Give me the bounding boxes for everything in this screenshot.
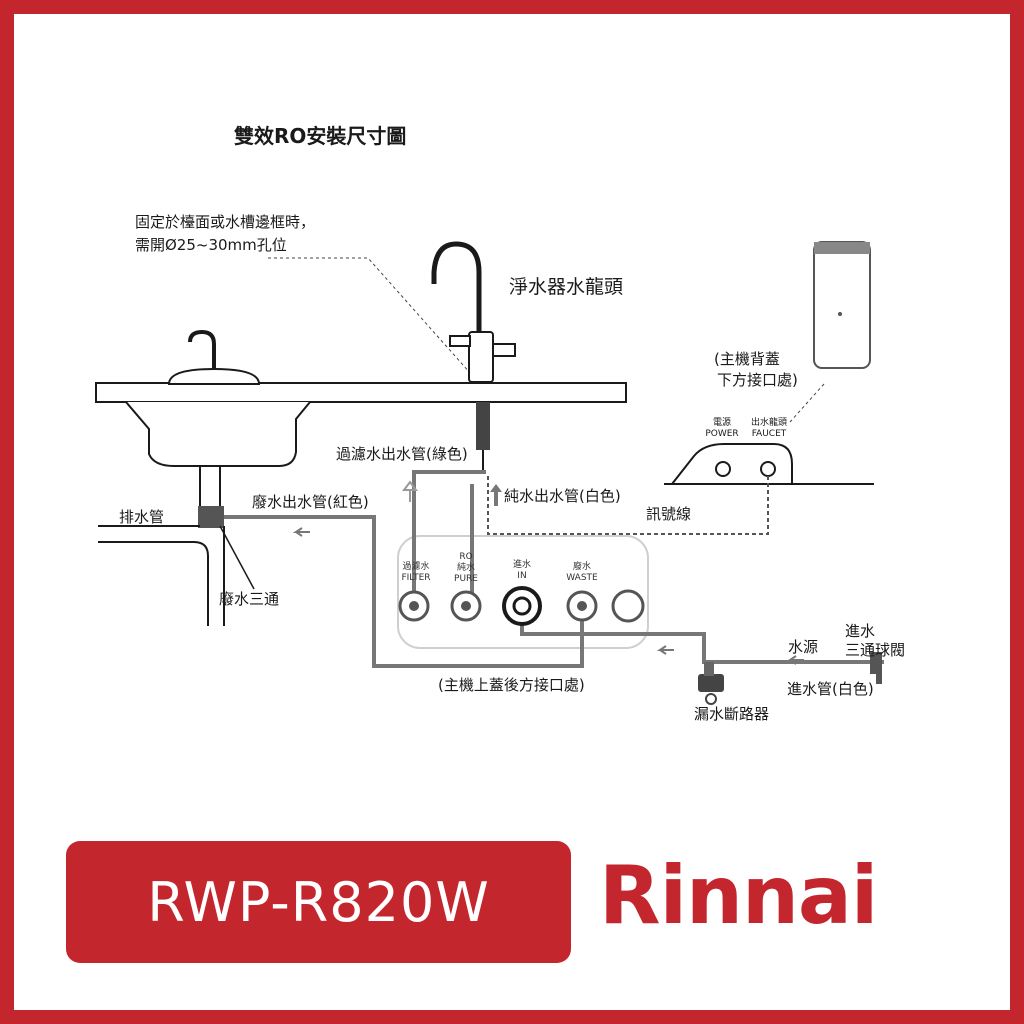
diagram-title: 雙效RO安裝尺寸圖 xyxy=(234,124,407,148)
ro-faucet-body xyxy=(468,331,494,383)
port-pure-label-zh2: 純水 xyxy=(456,563,475,573)
port-blank xyxy=(611,589,645,623)
model-badge: RWP-R820W xyxy=(66,841,571,963)
filter-arrow-icon xyxy=(402,480,418,502)
back-cover-label-line2: 下方接口處) xyxy=(717,371,798,389)
water-source-label: 水源 xyxy=(788,638,819,656)
waste-arrow-icon xyxy=(292,527,310,537)
power-label-en: POWER xyxy=(705,429,739,439)
waste-pipe xyxy=(224,515,584,668)
brand-logo: Rinnai xyxy=(599,849,878,942)
ro-faucet-shank xyxy=(476,402,490,450)
filter-pipe-label: 過濾水出水管(綠色) xyxy=(336,445,468,463)
pure-pipe-label: 純水出水管(白色) xyxy=(504,487,621,505)
inlet-pipe-label: 進水管(白色) xyxy=(787,680,874,698)
inlet-ball-valve xyxy=(870,652,882,674)
diagram-canvas: 雙效RO安裝尺寸圖 固定於檯面或水槽邊框時， 需開Ø25~30mm孔位 淨水器水… xyxy=(14,14,1010,1010)
port-pure-label-zh1: RO xyxy=(459,552,473,562)
source-arrow-icon xyxy=(786,655,804,665)
port-filter-label-en: FILTER xyxy=(401,573,431,583)
sink-faucet-arm xyxy=(188,329,216,369)
install-note-line2: 需開Ø25~30mm孔位 xyxy=(135,236,287,254)
waste-tee-leader xyxy=(219,525,255,590)
back-cover-label-line1: (主機背蓋 xyxy=(714,350,780,368)
top-cover-label: (主機上蓋後方接口處) xyxy=(438,676,585,694)
faucet-port-label-en: FAUCET xyxy=(751,429,787,439)
pure-arrow-icon xyxy=(490,484,502,506)
install-note-line1: 固定於檯面或水槽邊框時， xyxy=(135,213,316,231)
signal-line-label: 訊號線 xyxy=(646,505,692,523)
ro-faucet-spout xyxy=(431,241,482,339)
port-waste-label-en: WASTE xyxy=(566,573,598,583)
drain-pipe xyxy=(98,525,225,626)
inlet-valve-label-line2: 三通球閥 xyxy=(845,641,906,659)
model-number: RWP-R820W xyxy=(147,870,490,934)
sink-spout xyxy=(167,367,261,385)
ro-main-unit-indicator xyxy=(838,312,842,316)
inlet-valve-label-line1: 進水 xyxy=(845,622,876,640)
install-note-leader xyxy=(268,257,480,384)
filter-pipe xyxy=(412,470,486,606)
port-in-label-zh: 進水 xyxy=(512,560,531,570)
signal-line xyxy=(487,474,769,535)
power-port xyxy=(715,461,731,477)
drain-label: 排水管 xyxy=(119,508,165,526)
port-filter-label-zh: 過濾水 xyxy=(402,562,430,572)
inlet-arrow-icon xyxy=(656,645,674,655)
ro-main-unit-top xyxy=(814,242,870,254)
faucet-port-label-zh: 出水龍頭 xyxy=(750,418,787,428)
waste-tee xyxy=(198,506,224,528)
faucet-port xyxy=(760,461,776,477)
back-cover-leader xyxy=(789,383,825,423)
ro-faucet-handle-right xyxy=(492,343,516,357)
countertop xyxy=(95,382,627,403)
port-waste-label-zh: 廢水 xyxy=(572,562,591,572)
sink-bowl xyxy=(125,401,311,467)
port-pure-label-en: PURE xyxy=(454,574,478,584)
leak-breaker xyxy=(698,674,724,692)
waste-tee-label: 廢水三通 xyxy=(219,590,280,608)
faucet-label: 淨水器水龍頭 xyxy=(509,276,624,298)
ro-faucet-handle-left xyxy=(449,335,471,347)
sink-drain-neck xyxy=(199,465,221,509)
installation-diagram xyxy=(95,241,884,705)
ro-main-unit xyxy=(813,241,871,369)
leak-breaker-label: 漏水斷路器 xyxy=(694,705,770,723)
power-label-zh: 電源 xyxy=(712,418,731,428)
port-in-label-en: IN xyxy=(517,571,527,581)
waste-pipe-label: 廢水出水管(紅色) xyxy=(252,493,369,511)
